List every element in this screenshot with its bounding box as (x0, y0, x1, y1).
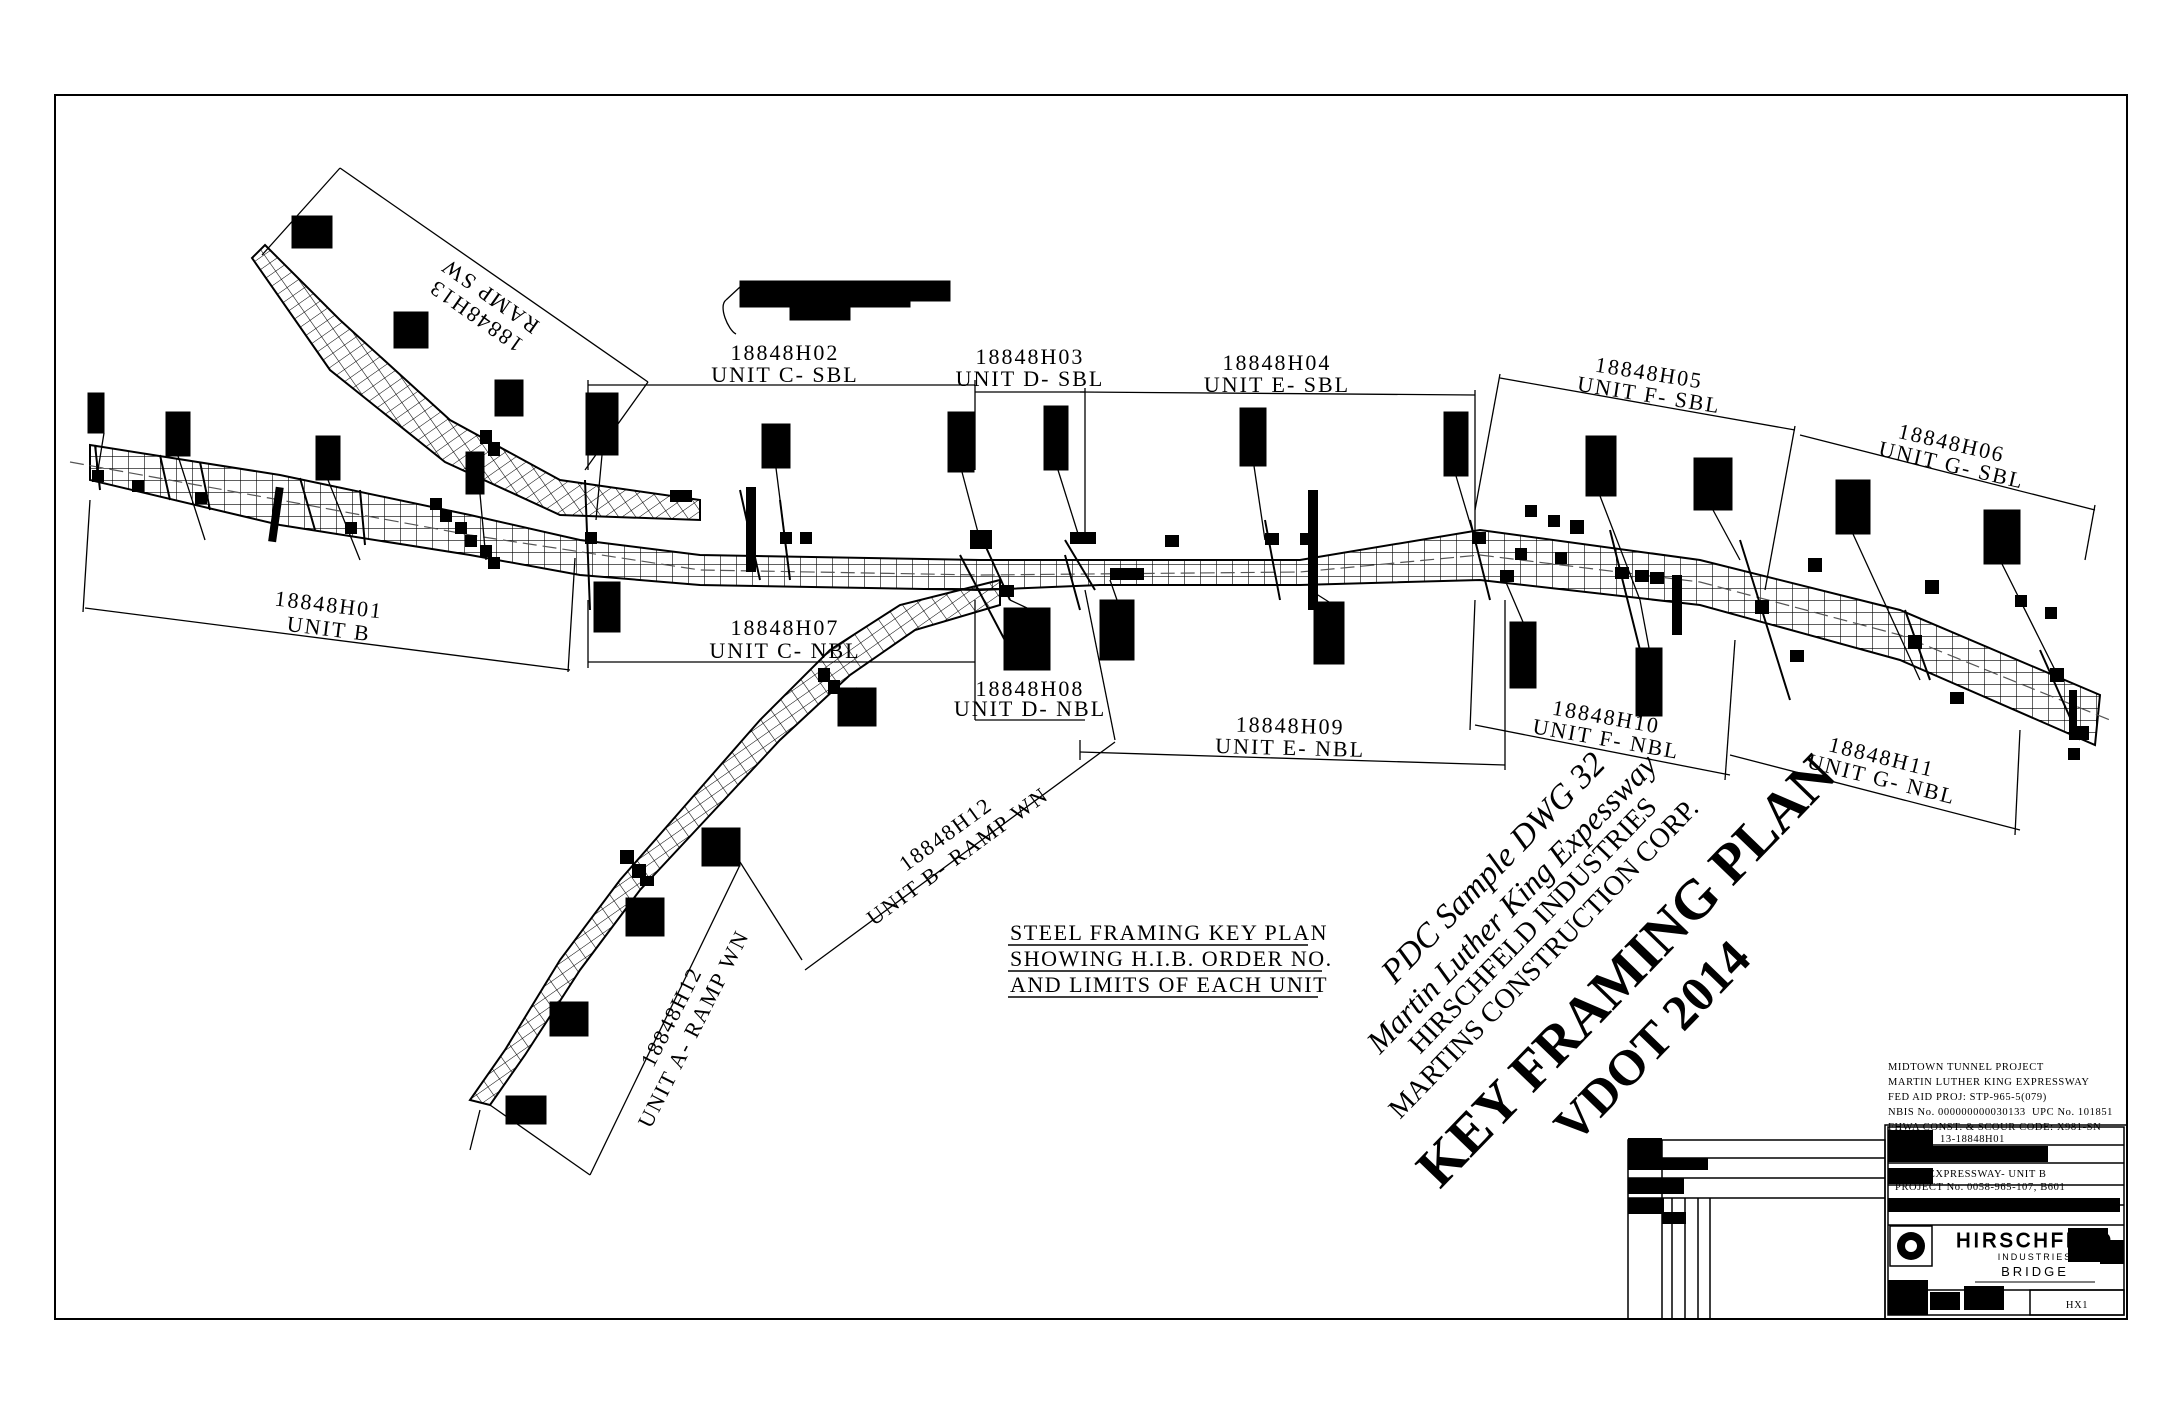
tb-proj-no: PROJECT No. 0058-965-107, B601 (1895, 1182, 2065, 1193)
unit-h02-name: UNIT C- SBL (711, 362, 859, 387)
key-plan-note: STEEL FRAMING KEY PLAN SHOWING H.I.B. OR… (1008, 920, 1333, 998)
tb-upc: UPC No. 101851 (2032, 1107, 2113, 1118)
unit-h03-name: UNIT D- SBL (956, 366, 1105, 391)
unit-h07-name: UNIT C- NBL (709, 638, 860, 663)
title-block: MIDTOWN TUNNEL PROJECT MARTIN LUTHER KIN… (1627, 1062, 2128, 1320)
tb-company-sub: INDUSTRIES (1998, 1252, 2073, 1262)
key-note-line1: STEEL FRAMING KEY PLAN (1010, 920, 1328, 945)
unit-h04-name: UNIT E- SBL (1204, 372, 1350, 397)
tb-job: MLK EXPRESSWAY- UNIT B (1900, 1169, 2047, 1180)
tb-order: 13-18848H01 (1940, 1134, 2005, 1145)
tb-project: MIDTOWN TUNNEL PROJECT (1888, 1062, 2044, 1073)
unit-h03-number: 18848H03 (976, 344, 1085, 369)
unit-h12b-name: UNIT B- RAMP WN (862, 782, 1053, 931)
unit-h09-name: UNIT E- NBL (1215, 733, 1366, 762)
tb-division: BRIDGE (2001, 1264, 2069, 1279)
unit-h04-number: 18848H04 (1223, 350, 1332, 375)
main-roadway-deck (89, 443, 2102, 747)
unit-h09-number: 18848H09 (1235, 712, 1345, 740)
key-note-line3: AND LIMITS OF EACH UNIT (1010, 972, 1328, 997)
key-note-line2: SHOWING H.I.B. ORDER NO. (1010, 946, 1333, 971)
dimension-lines (82, 167, 2096, 1176)
tb-company: HIRSCHFELD (1956, 1230, 2114, 1252)
unit-h08-name: UNIT D- NBL (954, 696, 1106, 721)
tb-nbis: NBIS No. 000000000030133 (1888, 1107, 2026, 1118)
watermark-stamp: PDC Sample DWG 32 Martin Luther King Exp… (1358, 743, 1847, 1199)
roadway-centerline (69, 461, 2111, 721)
unit-h07-number: 18848H07 (731, 615, 840, 640)
hirschfeld-logo: HIRSCHFELD INDUSTRIES BRIDGE (1889, 1225, 2114, 1283)
redacted-markers (87, 215, 2061, 1125)
sheet-border (54, 94, 2128, 1320)
tb-fed-aid: FED AID PROJ: STP-965-5(079) (1888, 1092, 2047, 1103)
unit-h02-number: 18848H02 (731, 340, 840, 365)
unit-h08-number: 18848H08 (976, 676, 1085, 701)
tb-sheet: HX1 (2066, 1300, 2088, 1311)
tb-road: MARTIN LUTHER KING EXPRESSWAY (1888, 1077, 2090, 1088)
